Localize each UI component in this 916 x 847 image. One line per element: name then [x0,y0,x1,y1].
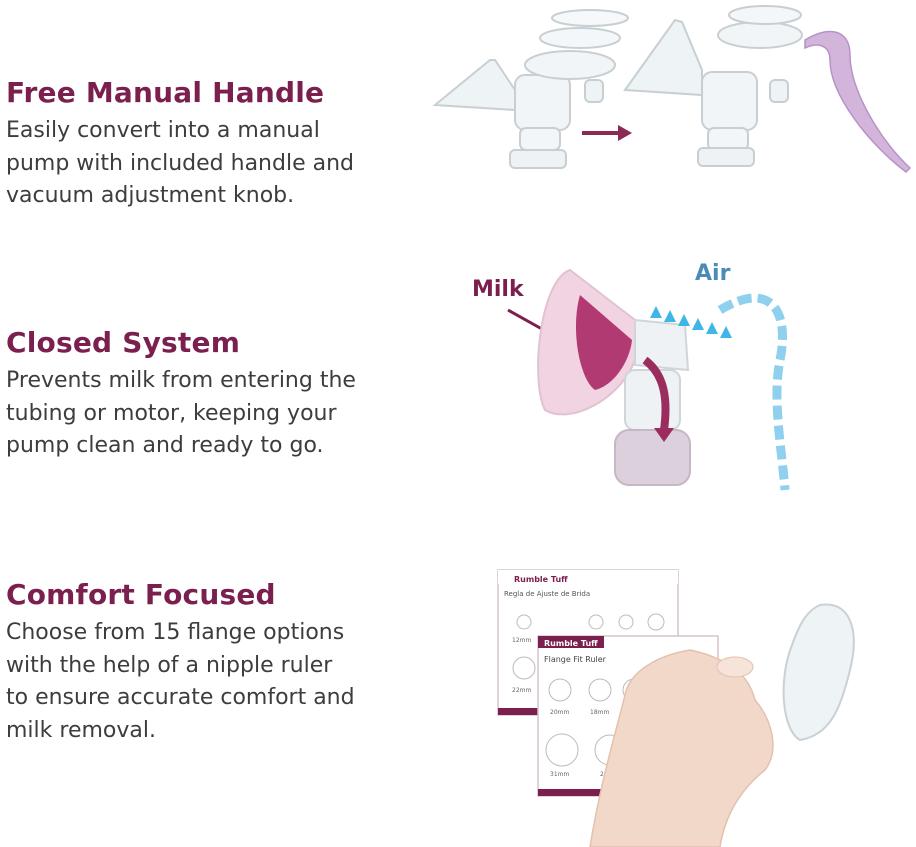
size-label: 22mm [512,687,531,694]
desc-line: pump clean and ready to go. [6,433,324,458]
arrow-right-icon [582,125,632,141]
milk-label: Milk [472,277,525,302]
feature-closed-system: Closed System Prevents milk from enterin… [6,326,426,463]
desc-line: pump with included handle and [6,150,354,176]
desc-line: with the help of a nipple ruler [6,652,333,678]
size-label: 12mm [512,637,531,644]
pump-with-handle-image [623,5,803,167]
feature-free-manual-handle: Free Manual Handle Easily convert into a… [6,76,426,213]
milk-flow-arrow-icon [642,356,670,431]
closed-system-illustration: Milk Air [472,261,790,491]
pump-body-image [624,369,681,431]
air-flow-arrows-icon [650,306,732,338]
size-label: 31mm [550,771,569,778]
ruler-brand: Rumble Tuff [514,575,568,584]
ruler-brand: Rumble Tuff [544,639,598,648]
feature-title: Comfort Focused [6,578,276,611]
flange-ruler-illustration: Rumble Tuff Regla de Ajuste de Brida 12m… [497,569,855,847]
ruler-title: Regla de Ajuste de Brida [504,590,590,598]
pump-parts-image [432,9,629,169]
desc-line: vacuum adjustment knob. [6,183,295,208]
feature-description: Easily convert into a manual pump with i… [6,115,426,213]
air-tubing-image [717,293,790,491]
manual-handle-illustration [432,5,912,173]
desc-line: tubing or motor, keeping your [6,400,337,426]
desc-line: to ensure accurate comfort and [6,685,355,710]
bottle-image [614,429,691,486]
desc-line: Easily convert into a manual [6,118,320,143]
feature-description: Prevents milk from entering the tubing o… [6,365,426,463]
desc-line: Choose from 15 flange options [6,620,345,645]
air-label: Air [695,261,731,286]
feature-title: Closed System [6,326,241,359]
feature-title: Free Manual Handle [6,76,325,109]
feature-comfort-focused: Comfort Focused Choose from 15 flange op… [6,578,426,747]
flange-cup-image [782,603,855,742]
desc-line: Prevents milk from entering the [6,368,356,393]
ruler-title: Flange Fit Ruler [544,655,607,664]
desc-line: milk removal. [6,717,156,743]
feature-description: Choose from 15 flange options with the h… [6,617,426,747]
manual-handle-image [804,30,912,173]
size-label: 20mm [550,709,569,716]
size-label: 18mm [590,709,609,716]
